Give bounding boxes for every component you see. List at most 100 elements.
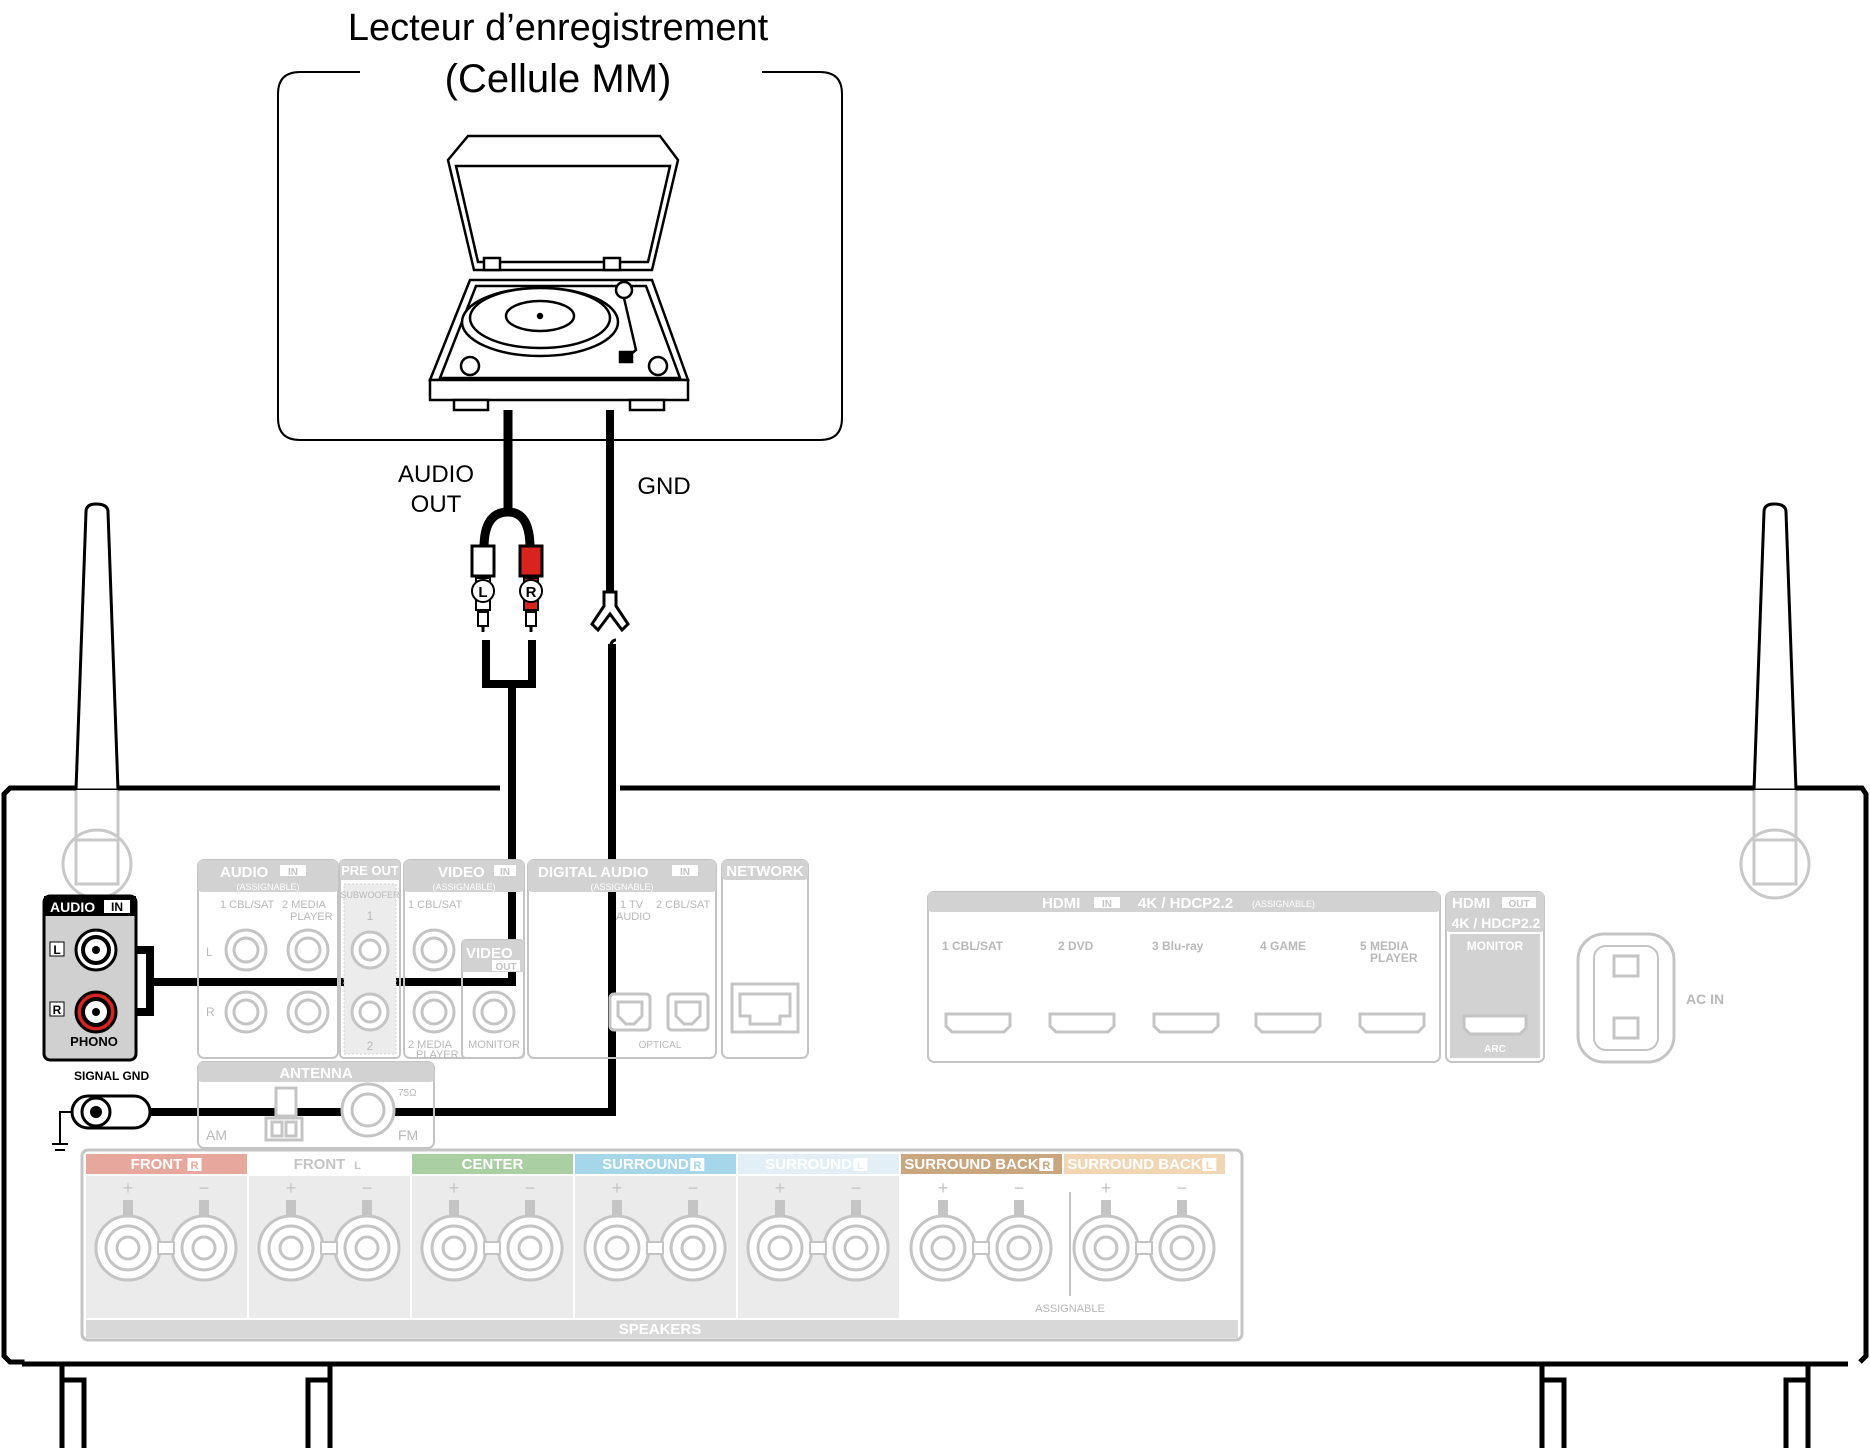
hdmi-port-4: 4 GAME xyxy=(1260,939,1306,953)
video-in-section: VIDEO IN (ASSIGNABLE) 1 CBL/SAT 2 MEDIA … xyxy=(403,859,525,1061)
svg-text:PLAYER: PLAYER xyxy=(1370,951,1418,965)
svg-text:OUT: OUT xyxy=(495,962,516,973)
svg-text:+: + xyxy=(612,1178,623,1198)
svg-text:AC IN: AC IN xyxy=(1686,991,1724,1007)
svg-text:VIDEO: VIDEO xyxy=(438,864,485,881)
svg-text:SUBWOOFER: SUBWOOFER xyxy=(340,890,400,900)
svg-text:L: L xyxy=(1206,1160,1213,1172)
svg-text:(ASSIGNABLE): (ASSIGNABLE) xyxy=(236,882,299,892)
svg-text:1 CBL/SAT: 1 CBL/SAT xyxy=(220,899,274,911)
svg-text:(ASSIGNABLE): (ASSIGNABLE) xyxy=(1252,899,1315,909)
svg-text:+: + xyxy=(123,1178,134,1198)
svg-text:1 TV: 1 TV xyxy=(620,899,644,911)
phono-jack-right[interactable] xyxy=(74,990,118,1034)
svg-text:−: − xyxy=(1177,1178,1188,1198)
svg-text:−: − xyxy=(362,1178,373,1198)
svg-text:FM: FM xyxy=(398,1127,418,1143)
svg-text:AUDIO: AUDIO xyxy=(616,911,651,923)
phono-header: AUDIO xyxy=(50,899,95,915)
signal-gnd-label: SIGNAL GND xyxy=(74,1069,149,1083)
gnd-label: GND xyxy=(637,473,690,500)
audio-out-label-2: OUT xyxy=(411,491,462,518)
speaker-channel-5: SURROUND L + − xyxy=(738,1154,899,1318)
svg-text:IN: IN xyxy=(680,867,690,878)
receiver-chassis xyxy=(1,785,1869,1448)
svg-text:VIDEO: VIDEO xyxy=(466,945,513,962)
audio-in-section: AUDIO IN (ASSIGNABLE) 1 CBL/SAT 2 MEDIA … xyxy=(197,859,339,1059)
svg-text:−: − xyxy=(199,1178,210,1198)
svg-text:−: − xyxy=(688,1178,699,1198)
speaker-channel-label: SURROUND xyxy=(765,1156,852,1173)
phono-panel[interactable]: AUDIO IN L R PHONO xyxy=(42,894,138,1062)
hdmi-port-3: 3 Blu-ray xyxy=(1152,939,1204,953)
hdmi-port-1: 1 CBL/SAT xyxy=(942,939,1004,953)
svg-text:NETWORK: NETWORK xyxy=(726,863,804,880)
speaker-channel-3: CENTER+− xyxy=(412,1154,573,1318)
rca-plug-right: R xyxy=(518,544,544,627)
svg-text:(ASSIGNABLE): (ASSIGNABLE) xyxy=(432,882,495,892)
svg-text:L: L xyxy=(206,945,213,959)
signal-gnd-terminal[interactable] xyxy=(52,1094,152,1151)
svg-text:R: R xyxy=(1042,1160,1050,1172)
speaker-channel-label: SURROUND xyxy=(602,1156,689,1173)
phono-jack-left[interactable] xyxy=(74,928,118,972)
antenna-section: ANTENNA AM FM 75Ω xyxy=(197,1061,435,1149)
svg-text:+: + xyxy=(775,1178,786,1198)
svg-text:R: R xyxy=(526,584,537,601)
svg-text:+: + xyxy=(449,1178,460,1198)
svg-text:ASSIGNABLE: ASSIGNABLE xyxy=(1035,1303,1105,1315)
svg-text:4K / HDCP2.2: 4K / HDCP2.2 xyxy=(1138,895,1233,912)
svg-text:+: + xyxy=(286,1178,297,1198)
svg-text:L: L xyxy=(478,584,487,601)
svg-text:SPEAKERS: SPEAKERS xyxy=(619,1321,702,1338)
speaker-channel-4: SURROUND R + − xyxy=(575,1154,736,1318)
antenna-right xyxy=(1739,502,1811,900)
svg-text:1: 1 xyxy=(367,909,374,923)
svg-text:IN: IN xyxy=(1102,899,1112,910)
svg-text:2 MEDIA: 2 MEDIA xyxy=(408,1039,453,1051)
svg-text:PLAYER: PLAYER xyxy=(416,1049,459,1061)
phono-label: PHONO xyxy=(70,1034,118,1049)
svg-text:1 CBL/SAT: 1 CBL/SAT xyxy=(408,899,462,911)
svg-text:AM: AM xyxy=(206,1127,227,1143)
ac-in-socket: AC IN xyxy=(1576,932,1724,1064)
speaker-channel-label: SURROUND BACK xyxy=(1067,1156,1201,1173)
svg-text:−: − xyxy=(851,1178,862,1198)
svg-text:4K / HDCP2.2: 4K / HDCP2.2 xyxy=(1452,915,1541,931)
svg-text:MONITOR: MONITOR xyxy=(468,1039,520,1051)
rca-plug-left: L xyxy=(470,544,496,627)
svg-text:DIGITAL AUDIO: DIGITAL AUDIO xyxy=(538,864,649,881)
audio-out-label-1: AUDIO xyxy=(398,461,474,488)
svg-text:OPTICAL: OPTICAL xyxy=(639,1040,682,1051)
svg-text:R: R xyxy=(191,1160,199,1172)
pre-out-section: PRE OUT SUBWOOFER 1 2 xyxy=(339,859,401,1059)
svg-text:L: L xyxy=(354,1160,361,1172)
svg-text:L: L xyxy=(857,1160,864,1172)
svg-text:PRE OUT: PRE OUT xyxy=(341,863,399,878)
network-section: NETWORK xyxy=(721,859,809,1059)
device-frame xyxy=(277,71,843,441)
svg-text:R: R xyxy=(206,1005,215,1019)
device-title-line2: (Cellule MM) xyxy=(445,57,672,101)
svg-text:R: R xyxy=(693,1160,701,1172)
svg-text:IN: IN xyxy=(500,867,510,878)
video-out-section: VIDEO OUT MONITOR xyxy=(461,939,525,1059)
svg-text:2: 2 xyxy=(367,1039,374,1053)
svg-text:HDMI: HDMI xyxy=(1042,895,1080,912)
svg-text:ARC: ARC xyxy=(1484,1044,1506,1055)
svg-text:PLAYER: PLAYER xyxy=(290,911,333,923)
speaker-channel-label: FRONT xyxy=(294,1156,346,1173)
svg-text:2 MEDIA: 2 MEDIA xyxy=(282,899,327,911)
hdmi-port-5: 5 MEDIA xyxy=(1360,939,1409,953)
svg-text:+: + xyxy=(938,1178,949,1198)
gnd-wire-to-receiver xyxy=(150,638,617,1116)
device-title-line1: Lecteur d’enregistrement xyxy=(348,7,769,49)
svg-text:75Ω: 75Ω xyxy=(398,1088,417,1099)
svg-text:2 CBL/SAT: 2 CBL/SAT xyxy=(656,899,710,911)
speaker-channel-2: FRONT L + − xyxy=(249,1154,410,1318)
